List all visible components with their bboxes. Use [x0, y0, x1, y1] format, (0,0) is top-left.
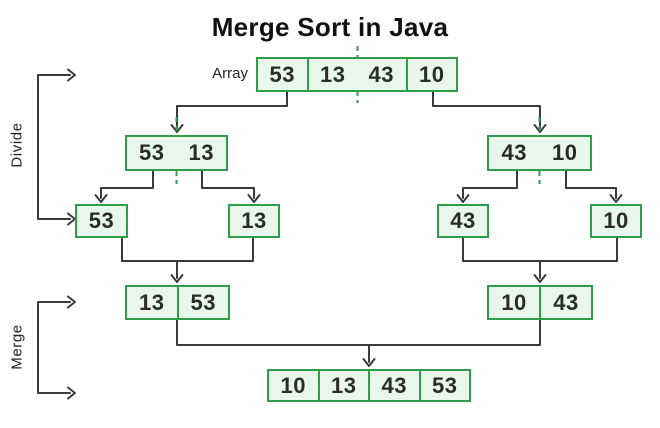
array-cell: 53 — [88, 208, 115, 233]
node-single-53: 53 — [75, 204, 128, 238]
array-cell: 13 — [241, 208, 267, 233]
node-single-13: 13 — [228, 204, 280, 238]
merge-bracket — [37, 295, 76, 400]
arrow-down-icon — [170, 274, 184, 283]
array-cell: 10 — [405, 59, 457, 90]
node-root-array: 53 13 43 10 — [256, 57, 458, 92]
divide-bracket — [37, 68, 76, 226]
arrow-down-icon — [362, 358, 376, 367]
array-cell: 13 — [306, 59, 358, 90]
node-merged-left: 13 53 — [125, 285, 230, 320]
array-cell: 53 — [139, 140, 165, 165]
array-cell: 13 — [317, 371, 369, 400]
array-cell: 10 — [552, 140, 578, 165]
arrow-down-icon — [609, 194, 623, 203]
arrow-down-icon — [94, 194, 108, 203]
arrow-right-icon — [67, 386, 76, 400]
arrow-down-icon — [456, 194, 470, 203]
array-cell: 53 — [269, 61, 295, 87]
array-label: Array — [212, 65, 248, 82]
arrow-down-icon — [533, 124, 547, 133]
arrow-right-icon — [67, 295, 76, 309]
array-cell: 43 — [368, 371, 419, 400]
arrow-right-icon — [67, 68, 76, 82]
node-single-10: 10 — [590, 204, 642, 238]
array-cell: 10 — [501, 289, 527, 315]
array-cell: 43 — [501, 140, 527, 165]
merge-connectors — [121, 237, 618, 367]
arrow-down-icon — [533, 274, 547, 283]
node-single-43: 43 — [437, 204, 489, 238]
node-divide-left: 53 13 — [125, 135, 228, 171]
node-merged-right: 10 43 — [487, 285, 593, 320]
array-cell: 13 — [188, 140, 214, 165]
array-cell: 43 — [539, 287, 591, 318]
array-cell: 43 — [450, 208, 476, 233]
node-sorted-array: 10 13 43 53 — [267, 369, 471, 402]
array-cell: 43 — [368, 61, 394, 87]
array-cell: 53 — [176, 287, 229, 318]
arrow-down-icon — [247, 194, 261, 203]
array-cell: 10 — [280, 372, 306, 398]
diagram-title: Merge Sort in Java — [211, 12, 449, 42]
arrow-down-icon — [170, 124, 184, 133]
array-cell: 13 — [139, 289, 165, 315]
array-cell: 10 — [603, 208, 629, 233]
node-divide-right: 43 10 — [487, 135, 592, 171]
array-cell: 53 — [418, 371, 470, 400]
